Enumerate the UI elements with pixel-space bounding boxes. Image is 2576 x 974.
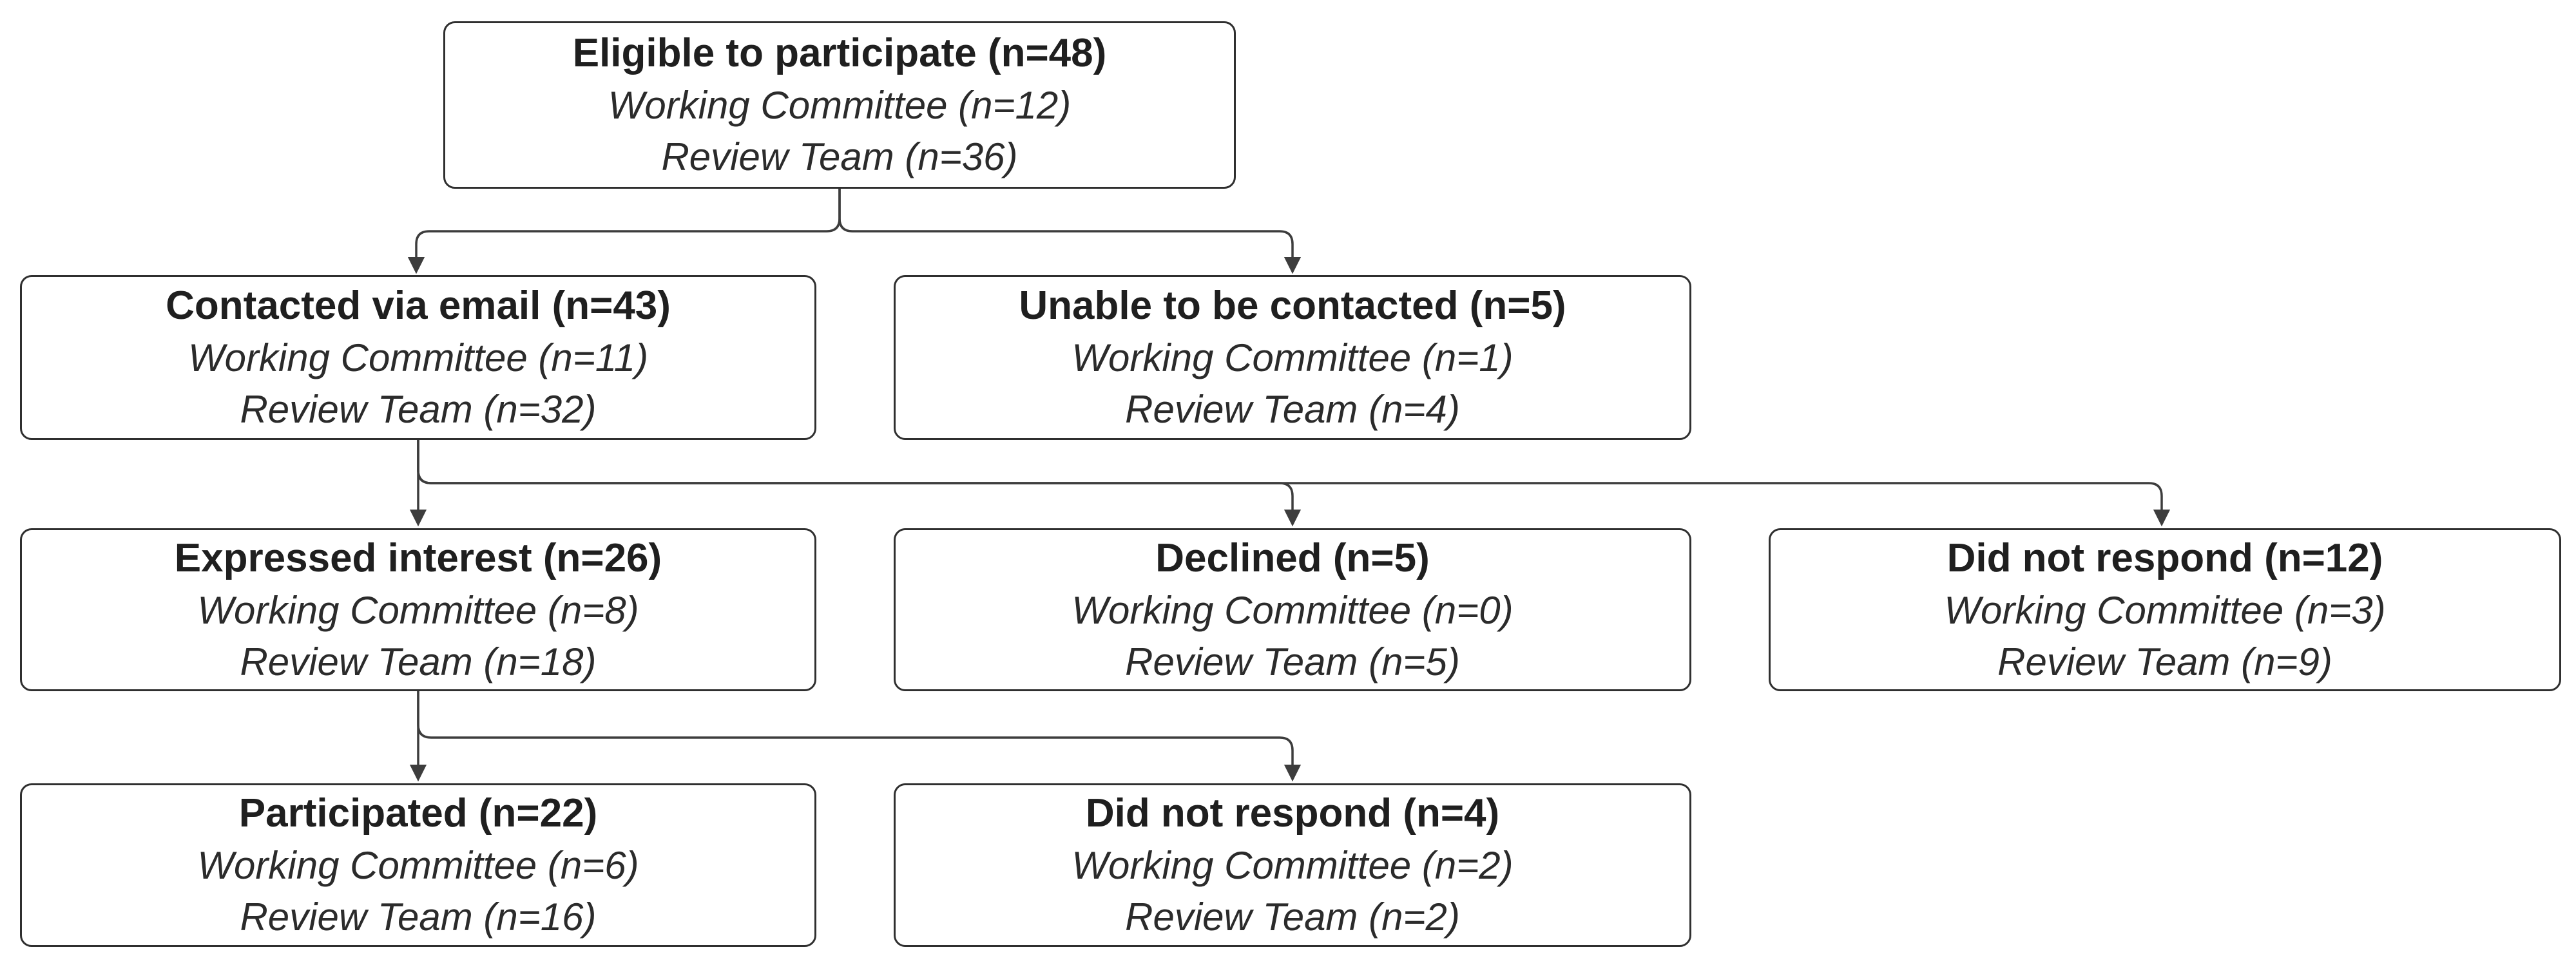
node-subline: Review Team (n=5) xyxy=(1125,640,1460,683)
node-subline: Working Committee (n=11) xyxy=(187,336,649,379)
node-declined: Declined (n=5) Working Committee (n=0) R… xyxy=(894,528,1691,691)
node-expressed-interest: Expressed interest (n=26) Working Commit… xyxy=(20,528,816,691)
node-subline: Review Team (n=2) xyxy=(1125,895,1460,939)
edge-contacted-to-did-not-respond xyxy=(417,440,2171,527)
edge-interest-to-did-not-respond xyxy=(417,691,1302,782)
node-subline: Review Team (n=32) xyxy=(240,388,597,431)
node-title: Did not respond (n=12) xyxy=(1946,535,2383,580)
node-title: Unable to be contacted (n=5) xyxy=(1019,283,1566,328)
edge-eligible-to-unable xyxy=(838,189,1302,274)
edge-contacted-to-declined xyxy=(417,440,1302,527)
node-subline: Review Team (n=9) xyxy=(1997,640,2332,683)
node-subline: Working Committee (n=0) xyxy=(1072,588,1514,632)
node-subline: Review Team (n=4) xyxy=(1125,388,1460,431)
node-subline: Working Committee (n=3) xyxy=(1944,588,2386,632)
edge-eligible-to-contacted xyxy=(407,189,841,274)
node-eligible: Eligible to participate (n=48) Working C… xyxy=(443,21,1236,189)
node-did-not-respond-interest: Did not respond (n=4) Working Committee … xyxy=(894,783,1691,947)
node-subline: Review Team (n=16) xyxy=(240,895,597,939)
node-title: Contacted via email (n=43) xyxy=(166,283,671,328)
node-subline: Working Committee (n=8) xyxy=(197,588,639,632)
node-subline: Review Team (n=18) xyxy=(240,640,597,683)
node-subline: Working Committee (n=12) xyxy=(608,84,1072,127)
node-subline: Working Committee (n=6) xyxy=(197,844,639,887)
node-title: Expressed interest (n=26) xyxy=(174,535,662,580)
node-title: Eligible to participate (n=48) xyxy=(572,31,1107,75)
node-subline: Working Committee (n=1) xyxy=(1072,336,1514,379)
node-contacted-via-email: Contacted via email (n=43) Working Commi… xyxy=(20,275,816,440)
node-unable-to-be-contacted: Unable to be contacted (n=5) Working Com… xyxy=(894,275,1691,440)
node-participated: Participated (n=22) Working Committee (n… xyxy=(20,783,816,947)
node-subline: Working Committee (n=2) xyxy=(1072,844,1514,887)
node-title: Participated (n=22) xyxy=(238,791,598,836)
node-subline: Review Team (n=36) xyxy=(661,135,1018,178)
node-did-not-respond-email: Did not respond (n=12) Working Committee… xyxy=(1769,528,2561,691)
node-title: Did not respond (n=4) xyxy=(1085,791,1500,836)
node-title: Declined (n=5) xyxy=(1155,535,1430,580)
